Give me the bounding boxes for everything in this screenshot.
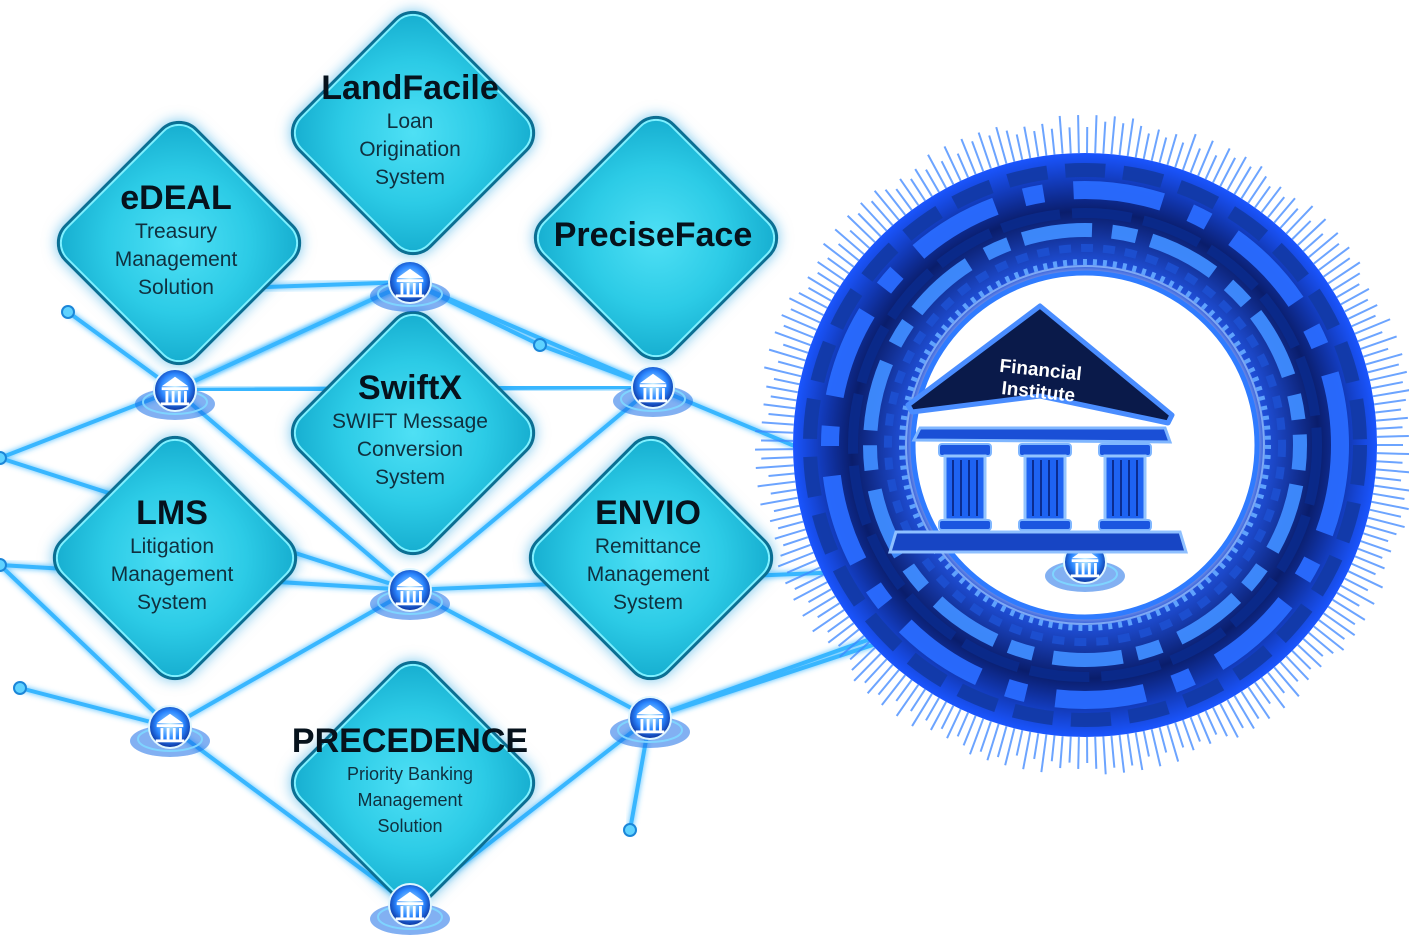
product-title: SwiftX <box>358 369 462 407</box>
product-subtitle-line: Management <box>586 563 710 586</box>
product-subtitle-line: Priority Banking <box>346 764 474 784</box>
product-subtitle-line: System <box>374 166 445 189</box>
network-link <box>18 686 172 729</box>
product-tile-text-preciseface: PreciseFace <box>523 215 783 255</box>
network-link <box>168 725 412 907</box>
product-subtitle-line: Litigation <box>129 535 215 558</box>
network-endpoint-dot <box>61 305 75 319</box>
network-node[interactable] <box>130 705 210 757</box>
product-title: LandFacile <box>321 69 499 107</box>
bank-building-icon <box>1070 548 1100 578</box>
product-subtitle-line: Origination <box>359 138 461 161</box>
product-subtitle-line: Solution <box>138 276 214 299</box>
network-node[interactable] <box>610 696 690 748</box>
network-link <box>168 588 412 729</box>
product-subtitle-line: System <box>612 591 683 614</box>
product-title: PRECEDENCE <box>291 722 529 760</box>
network-node[interactable] <box>370 883 450 935</box>
product-title: ENVIO <box>595 494 701 532</box>
network-node[interactable] <box>613 365 693 417</box>
product-subtitle-line: Remittance <box>594 535 702 558</box>
network-link <box>408 588 652 720</box>
bank-building-icon <box>635 704 665 734</box>
bank-building-icon <box>395 891 425 921</box>
bank-building-icon <box>155 713 185 743</box>
bank-building-icon <box>160 376 190 406</box>
product-subtitle-line: Management <box>110 563 234 586</box>
financial-institute-building-icon[interactable]: FinancialInstitute <box>887 303 1189 554</box>
bank-building-icon <box>395 576 425 606</box>
network-endpoint-dot <box>623 823 637 837</box>
network-link <box>408 385 655 592</box>
network-link <box>173 280 412 392</box>
product-subtitle-line: Management <box>114 248 238 271</box>
network-endpoint-dot <box>13 681 27 695</box>
network-link <box>66 310 177 392</box>
product-title: LMS <box>136 494 208 532</box>
network-endpoint-dot <box>533 338 547 352</box>
product-subtitle-line: System <box>136 591 207 614</box>
product-subtitle-line: Solution <box>377 816 443 836</box>
bank-building-icon <box>395 268 425 298</box>
product-subtitle-line: System <box>374 466 445 489</box>
network-node[interactable] <box>370 568 450 620</box>
bank-building-icon <box>638 373 668 403</box>
network-node[interactable] <box>370 260 450 312</box>
product-title: PreciseFace <box>553 216 753 254</box>
network-endpoint-dot <box>0 451 7 465</box>
financial-institute-label: FinancialInstitute <box>996 356 1082 407</box>
network-link <box>0 563 172 729</box>
product-subtitle-line: Management <box>357 790 463 810</box>
product-title: eDEAL <box>120 179 232 217</box>
network-endpoint-dot <box>0 558 7 572</box>
product-subtitle-line: Loan <box>386 110 434 133</box>
product-subtitle-line: SWIFT Message <box>332 410 488 433</box>
network-node[interactable] <box>135 368 215 420</box>
product-subtitle-line: Treasury <box>134 220 218 243</box>
product-subtitle-line: Conversion <box>356 438 464 461</box>
network-link <box>173 388 412 592</box>
